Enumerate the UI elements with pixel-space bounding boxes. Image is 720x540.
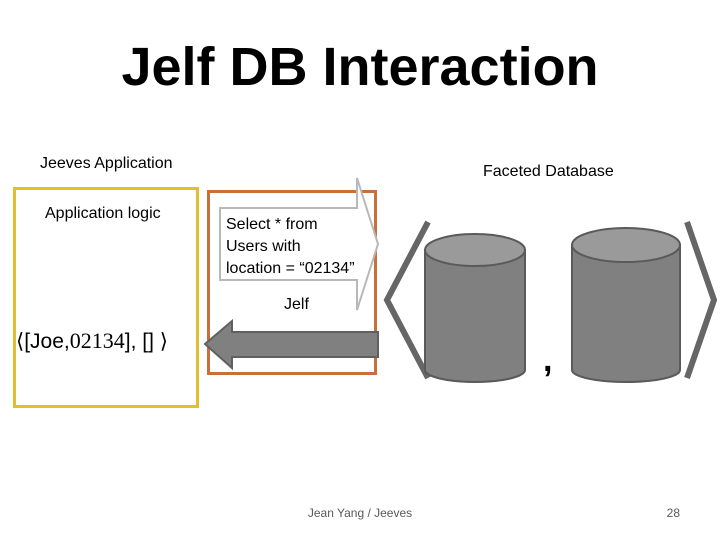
faceted-database-label: Faceted Database (483, 163, 614, 180)
query-arrow (219, 177, 380, 311)
database-cylinder-1 (424, 233, 526, 383)
query-line-2: Users with (226, 238, 301, 255)
slide-title: Jelf DB Interaction (121, 37, 599, 97)
jeeves-application-label: Jeeves Application (40, 155, 173, 172)
result-open: ⟨[Joe, (16, 330, 70, 353)
jelf-box (207, 190, 377, 375)
result-close: ], [] ⟩ (124, 330, 168, 353)
database-cylinder-2 (571, 227, 681, 383)
query-line-1: Select * from (226, 216, 318, 233)
query-text: Select * from Users with location = “021… (226, 214, 355, 280)
result-zip: 02134 (69, 328, 125, 353)
jeeves-application-box (13, 187, 199, 408)
facet-close-bracket (684, 221, 718, 379)
query-line-3: location = “02134” (226, 260, 355, 277)
application-logic-label: Application logic (45, 205, 161, 222)
jelf-label: Jelf (284, 296, 309, 313)
result-value: ⟨[Joe,02134], [] ⟩ (16, 327, 168, 356)
facet-separator: , (543, 341, 553, 379)
facet-open-bracket (383, 220, 431, 380)
footer-author: Jean Yang / Jeeves (307, 506, 413, 520)
page-number: 28 (666, 506, 680, 520)
result-arrow (203, 318, 379, 371)
